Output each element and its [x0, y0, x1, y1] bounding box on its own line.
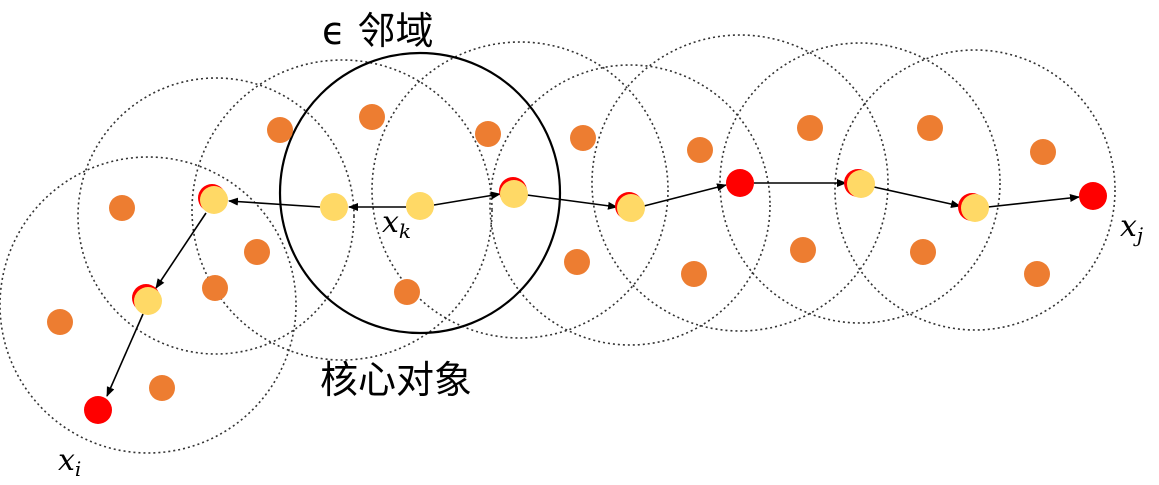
- arrow: [987, 194, 1080, 208]
- neighborhood-circle-8: [834, 49, 1116, 331]
- x-j-label: xj: [1120, 209, 1143, 247]
- core-point: [847, 170, 875, 198]
- neighbor-point: [109, 195, 135, 221]
- neighbor-point: [267, 117, 293, 143]
- core-point: [134, 287, 162, 315]
- neighbor-point: [394, 279, 420, 305]
- x-j-sub: j: [1133, 223, 1143, 247]
- neighborhood-circle-3: [191, 59, 493, 361]
- core-point: [961, 194, 989, 222]
- core-object-label: 核心对象: [320, 358, 472, 402]
- x-j-base: x: [1120, 209, 1137, 244]
- point-xj: [1079, 182, 1107, 210]
- core-point: [617, 194, 645, 222]
- core-point: [320, 193, 348, 221]
- point-red-middle: [726, 169, 754, 197]
- core-point: [200, 186, 228, 214]
- neighbor-point: [910, 239, 936, 265]
- neighbor-point: [790, 237, 816, 263]
- neighbor-points: [47, 104, 1056, 401]
- arrow: [873, 186, 961, 208]
- neighbor-point: [1024, 261, 1050, 287]
- core-point: [500, 180, 528, 208]
- neighborhood-circle-7: [719, 42, 1001, 324]
- arrow: [526, 194, 618, 210]
- neighbor-point: [149, 375, 175, 401]
- neighborhood-circle-6: [591, 34, 889, 332]
- x-i-base: x: [58, 443, 75, 478]
- x-k-sub: k: [399, 219, 411, 243]
- epsilon-neighborhood-solid-circle: [278, 51, 562, 335]
- neighbor-point: [917, 115, 943, 141]
- neighborhood-circle-2: [77, 77, 355, 355]
- arrow: [643, 183, 727, 207]
- neighbor-point: [687, 137, 713, 163]
- density-reachability-arrows: [106, 179, 1080, 397]
- x-k-base: x: [382, 205, 399, 240]
- neighbor-point: [359, 104, 385, 130]
- neighbor-point: [1030, 139, 1056, 165]
- neighbor-point: [797, 115, 823, 141]
- neighbor-point: [570, 125, 596, 151]
- core-object-points: [132, 169, 989, 315]
- neighborhood-label: ϵ 邻域: [322, 9, 433, 53]
- neighbor-point: [244, 239, 270, 265]
- arrow: [106, 313, 144, 397]
- neighbor-point: [202, 275, 228, 301]
- neighbor-point: [475, 121, 501, 147]
- point-xi: [84, 396, 112, 424]
- epsilon-neighborhood-circles: [0, 34, 1116, 454]
- neighbor-point: [681, 261, 707, 287]
- core-point-xk: [406, 192, 434, 220]
- endpoint-points: [84, 169, 1107, 424]
- neighborhood-circle-4: [371, 41, 669, 339]
- arrow: [228, 197, 321, 208]
- neighborhood-circle-5: [489, 64, 771, 346]
- neighbor-point: [564, 249, 590, 275]
- x-k-label: xk: [382, 205, 411, 243]
- neighbor-point: [47, 309, 73, 335]
- x-i-label: xi: [58, 443, 81, 481]
- arrow: [433, 191, 501, 206]
- arrow: [155, 212, 207, 289]
- x-i-sub: i: [75, 457, 81, 481]
- neighborhood-circle-1: [0, 156, 297, 454]
